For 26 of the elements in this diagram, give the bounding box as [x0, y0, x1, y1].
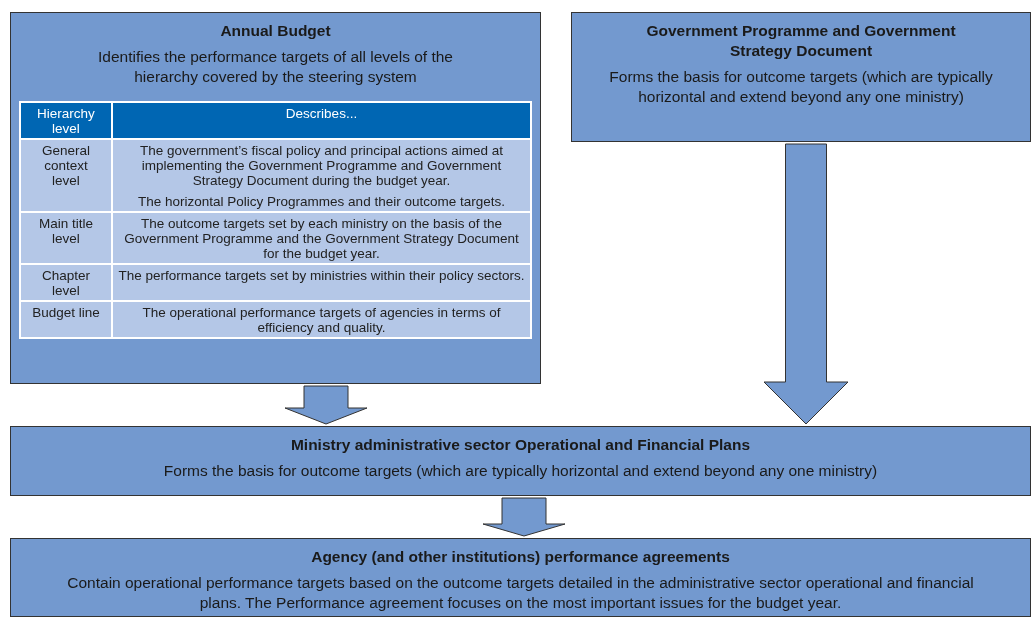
- box-heading: Annual Budget: [219, 21, 332, 41]
- block-arrow: [482, 497, 566, 537]
- table-cell-text: The outcome targets set by each ministry on the basis of the Government Programme and the Government Strategy Document for the budget year.: [123, 216, 520, 261]
- header-cell: Describes...: [113, 103, 530, 138]
- table-cell-text: The performance targets set by ministries within their policy sectors.: [118, 268, 525, 283]
- process-box: [10, 426, 1031, 496]
- box-heading: Ministry administrative sector Operational and Financial Plans: [289, 435, 752, 455]
- box-description: Contain operational performance targets based on the outcome targets detailed in the administrative sector operational and financial plans. The Performance agreement focuses on the most important issues for the budget year.: [66, 573, 975, 613]
- process-box: [10, 538, 1031, 617]
- box-description: Identifies the performance targets of all levels of the hierarchy covered by the steering system: [97, 47, 454, 87]
- table-cell: Chapter level: [21, 265, 111, 300]
- box-heading: Agency (and other institutions) performance agreements: [310, 547, 731, 567]
- table-cell-text: The horizontal Policy Programmes and their outcome targets.: [137, 194, 506, 209]
- block-arrow: [763, 143, 849, 425]
- process-box: [571, 12, 1031, 142]
- table-cell-text: The operational performance targets of agencies in terms of efficiency and quality.: [141, 305, 502, 335]
- table-cell: Budget line: [21, 302, 111, 337]
- box-description: Forms the basis for outcome targets (which are typically horizontal and extend beyond any one ministry): [162, 461, 879, 481]
- table-cell: Main title level: [21, 213, 111, 263]
- header-cell: Hierarchy level: [21, 103, 111, 138]
- table-cell: General context level: [21, 140, 111, 211]
- box-heading: Government Programme and Government Strategy Document: [645, 21, 957, 61]
- block-arrow: [284, 385, 368, 425]
- box-description: Forms the basis for outcome targets (which are typically horizontal and extend beyond any one ministry): [608, 67, 994, 107]
- process-box: [10, 12, 541, 384]
- table-cell-text: The government’s fiscal policy and principal actions aimed at implementing the Government Programme and Government Strategy Document during the budget year.: [139, 143, 504, 188]
